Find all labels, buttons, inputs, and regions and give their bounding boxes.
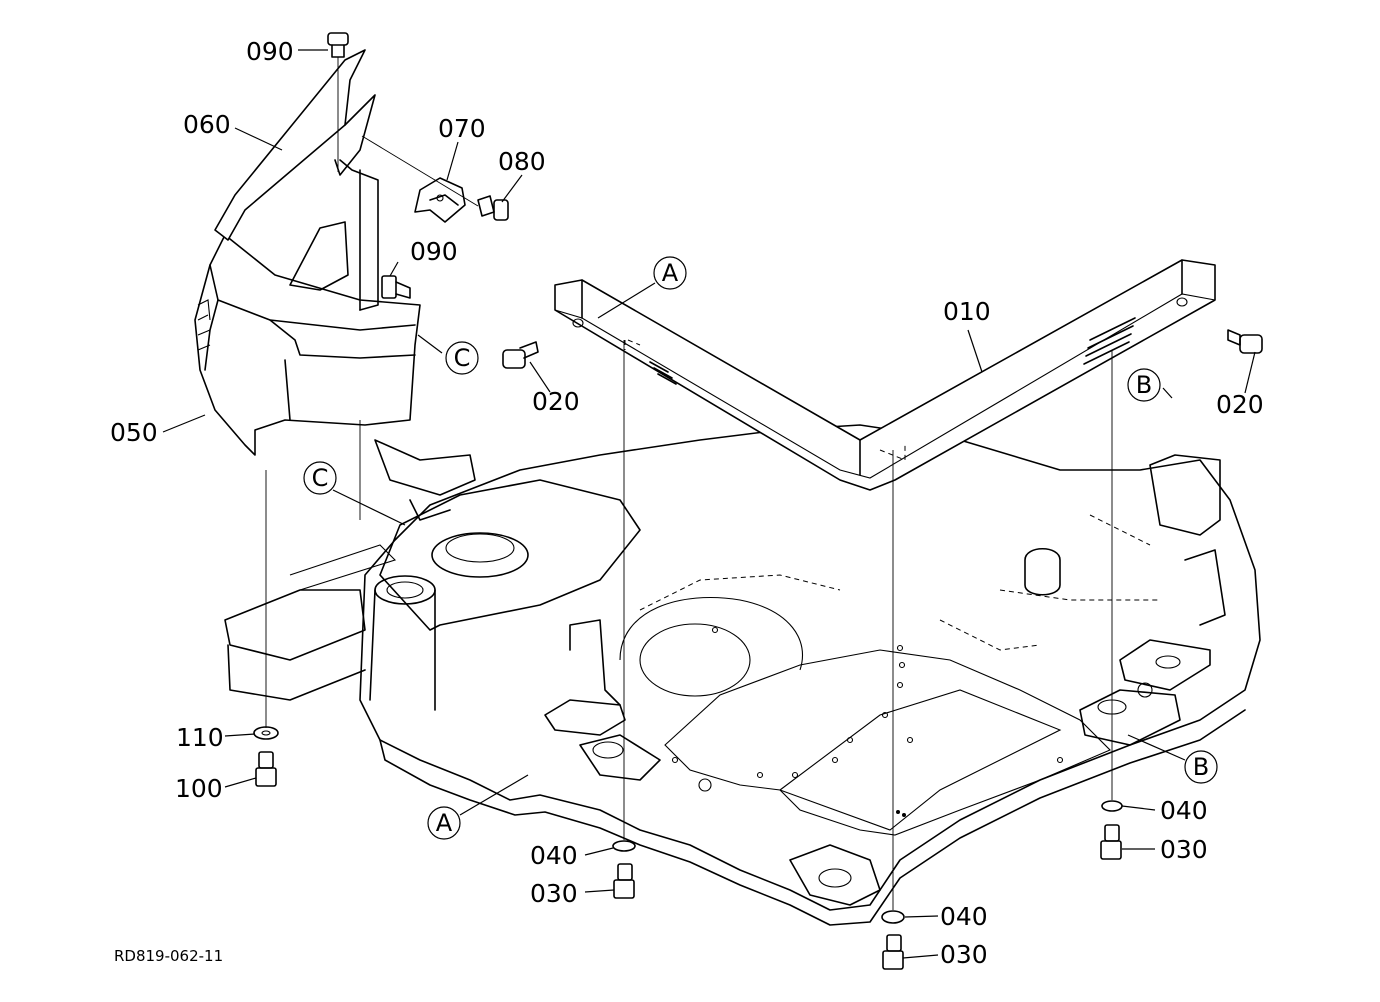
vent-grille-left (649, 361, 677, 385)
assembly-axes (265, 57, 1113, 910)
svg-text:A: A (662, 259, 679, 287)
callout-030-b: 030 (1160, 835, 1208, 864)
callout-020-right: 020 (1216, 390, 1264, 419)
part-030-bolt-c (882, 934, 904, 970)
marker-c-right: C (445, 341, 479, 375)
main-frame (224, 424, 1261, 926)
part-110-washer (253, 726, 279, 740)
callout-040-a: 040 (530, 841, 578, 870)
callout-040-b: 040 (1160, 796, 1208, 825)
callout-050: 050 (110, 418, 158, 447)
svg-text:C: C (312, 464, 329, 492)
part-callouts: 090 060 070 080 090 010 020 020 050 110 … (110, 37, 1264, 969)
callout-020-left: 020 (532, 387, 580, 416)
part-060-upper-panel (214, 49, 379, 311)
vent-grille-right (1083, 317, 1136, 365)
part-010-frame-bar (554, 259, 1216, 491)
callout-090-mid: 090 (410, 237, 458, 266)
part-030-bolt-b (1100, 824, 1122, 860)
svg-text:B: B (1193, 753, 1209, 781)
part-050-cover (194, 221, 421, 456)
marker-b-top: B (1127, 368, 1161, 402)
plate-holes (671, 626, 1153, 817)
part-040-washer-b (1101, 800, 1123, 812)
part-090-top-bolt (327, 32, 349, 58)
callout-090-top: 090 (246, 37, 294, 66)
marker-c-left: C (303, 461, 337, 495)
callout-080: 080 (498, 147, 546, 176)
part-080-bolt (477, 195, 509, 221)
callout-040-c: 040 (940, 902, 988, 931)
callout-030-c: 030 (940, 940, 988, 969)
callout-100: 100 (175, 774, 223, 803)
svg-text:B: B (1136, 371, 1152, 399)
part-040-washer-a (612, 840, 636, 852)
callout-030-a: 030 (530, 879, 578, 908)
part-040-washer-c (881, 910, 905, 924)
marker-a-top: A (653, 256, 687, 290)
part-100-bolt (255, 751, 277, 787)
callout-070: 070 (438, 114, 486, 143)
leader-lines (162, 49, 1256, 959)
part-020-right-bolt (1227, 329, 1263, 354)
part-070-bracket (414, 177, 466, 223)
part-030-bolt-a (613, 863, 635, 899)
svg-text:C: C (454, 344, 471, 372)
marker-b-bottom: B (1184, 750, 1218, 784)
drawing-code: RD819-062-11 (114, 947, 223, 965)
callout-010: 010 (943, 297, 991, 326)
svg-text:A: A (436, 809, 453, 837)
marker-a-bottom: A (427, 806, 461, 840)
callout-060: 060 (183, 110, 231, 139)
part-090-mid-bolt (381, 275, 411, 299)
part-020-left-bolt (502, 341, 539, 369)
callout-110: 110 (176, 723, 224, 752)
